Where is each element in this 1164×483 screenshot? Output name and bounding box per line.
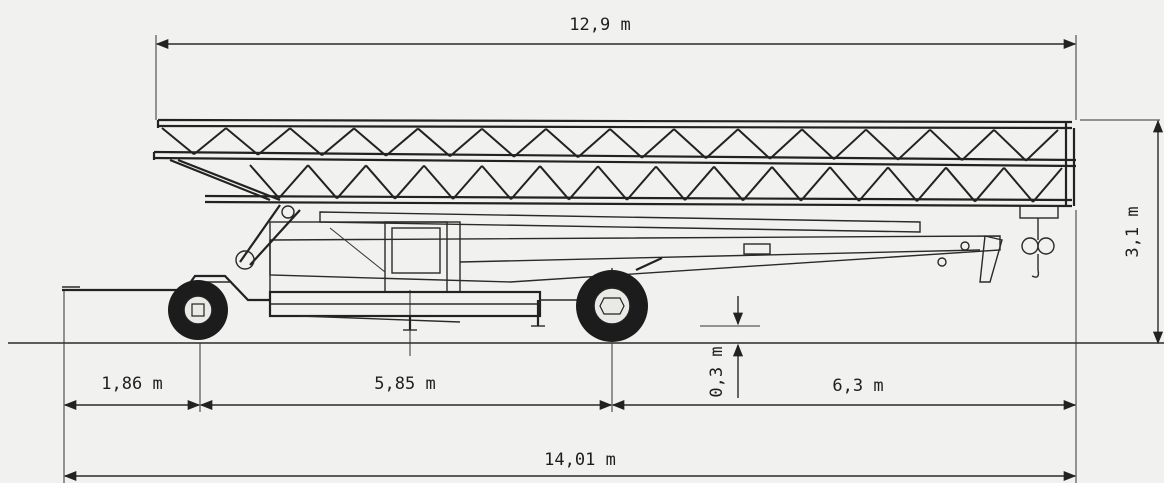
height-label: 3,1 m xyxy=(1123,206,1143,257)
dimension-lines xyxy=(8,35,1164,483)
upper-truss-web xyxy=(161,127,1059,162)
lattice-boom xyxy=(152,118,1077,208)
total-length-label: 14,01 m xyxy=(544,450,616,470)
front-wheel xyxy=(168,280,228,340)
boom-length-label: 12,9 m xyxy=(569,15,630,35)
ground-clearance-label: 0,3 m xyxy=(707,346,727,397)
rear-overhang-label: 1,86 m xyxy=(101,374,162,394)
rear-wheel xyxy=(576,270,648,342)
wheelbase-label: 5,85 m xyxy=(374,374,435,394)
front-overhang-label: 6,3 m xyxy=(832,376,883,396)
chassis xyxy=(62,204,1059,331)
lower-truss-web xyxy=(249,164,1063,203)
